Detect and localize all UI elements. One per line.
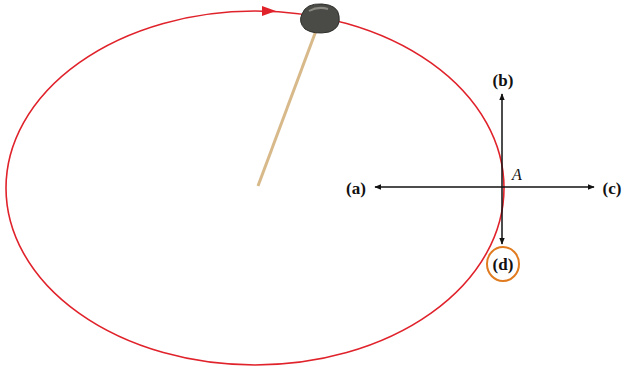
direction-arrow	[501, 94, 503, 187]
option-label: (a)	[346, 180, 366, 197]
answer-highlight	[487, 247, 519, 281]
option-label: (c)	[603, 180, 622, 197]
stone	[301, 4, 340, 33]
circular-path	[6, 11, 504, 365]
direction-arrow	[375, 186, 502, 188]
stone-highlight	[309, 8, 328, 11]
string	[258, 28, 317, 186]
option-label: (d)	[493, 256, 514, 273]
direction-arrow	[501, 187, 503, 244]
direction-arrowhead	[262, 6, 276, 16]
direction-arrow	[502, 186, 594, 188]
point-label: A	[512, 167, 522, 183]
option-label: (b)	[493, 72, 514, 89]
